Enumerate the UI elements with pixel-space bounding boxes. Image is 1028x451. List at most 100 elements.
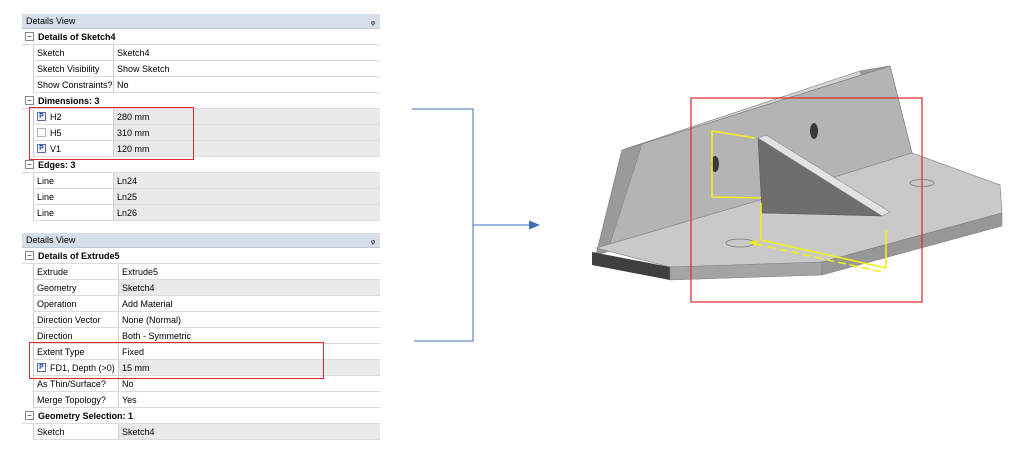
pin-icon[interactable]: ᵩ (371, 16, 375, 26)
property-name: Direction Vector (34, 312, 119, 328)
collapse-icon[interactable]: − (25, 160, 34, 169)
back-plate-hole (810, 123, 818, 139)
property-name: Sketch (34, 45, 114, 61)
property-value[interactable]: None (Normal) (119, 312, 380, 328)
property-value[interactable]: Sketch4 (114, 45, 380, 61)
property-name: Extrude (34, 264, 119, 280)
property-row-line[interactable]: Line Ln24 (33, 173, 380, 189)
property-row-operation[interactable]: Operation Add Material (33, 296, 380, 312)
property-value[interactable]: Ln24 (114, 173, 380, 189)
property-value[interactable]: Add Material (119, 296, 380, 312)
group-label: Geometry Selection: 1 (38, 410, 134, 421)
group-label: Edges: 3 (38, 159, 76, 170)
panel-title: Details View (26, 235, 76, 245)
property-row-as-thin-surface[interactable]: As Thin/Surface? No (33, 376, 380, 392)
property-name: As Thin/Surface? (34, 376, 119, 392)
property-value[interactable]: 310 mm (114, 125, 380, 141)
property-name: Line (34, 189, 114, 205)
base-plate-front-face-left (592, 252, 670, 280)
property-name-cell: P H2 (34, 109, 114, 125)
property-row-h2[interactable]: P H2 280 mm (33, 109, 380, 125)
group-geometry-selection[interactable]: − Geometry Selection: 1 (22, 408, 380, 424)
group-label: Dimensions: 3 (38, 95, 100, 106)
model-highlight-box (690, 97, 923, 303)
property-name: Extent Type (34, 344, 119, 360)
property-row-extrude[interactable]: Extrude Extrude5 (33, 264, 380, 280)
property-value[interactable]: No (114, 77, 380, 93)
property-row-sketch-visibility[interactable]: Sketch Visibility Show Sketch (33, 61, 380, 77)
panel-title-bar: Details View ᵩ (22, 14, 380, 29)
parameter-checkbox[interactable]: P (37, 363, 46, 372)
group-label: Details of Sketch4 (38, 31, 116, 42)
dimensions-highlight-box (29, 107, 194, 160)
rib-top-face (757, 134, 891, 217)
group-details-of-sketch[interactable]: − Details of Sketch4 (22, 29, 380, 45)
collapse-icon[interactable]: − (25, 411, 34, 420)
property-value[interactable]: No (119, 376, 380, 392)
group-label: Details of Extrude5 (38, 250, 120, 261)
property-name: Sketch Visibility (34, 61, 114, 77)
back-plate-hole (711, 156, 719, 172)
property-row-line[interactable]: Line Ln26 (33, 205, 380, 221)
property-value[interactable]: 120 mm (114, 141, 380, 157)
property-name: FD1, Depth (>0) (50, 362, 115, 373)
property-value[interactable]: Ln25 (114, 189, 380, 205)
property-row-sketch[interactable]: Sketch Sketch4 (33, 45, 380, 61)
property-name: Show Constraints? (34, 77, 114, 93)
property-row-v1[interactable]: P V1 120 mm (33, 141, 380, 157)
property-row-direction-vector[interactable]: Direction Vector None (Normal) (33, 312, 380, 328)
property-row-sketch[interactable]: Sketch Sketch4 (33, 424, 380, 440)
property-row-show-constraints[interactable]: Show Constraints? No (33, 77, 380, 93)
property-value[interactable]: Sketch4 (119, 424, 380, 440)
property-row-extent-type[interactable]: Extent Type Fixed (33, 344, 380, 360)
panel-title-bar: Details View ᵩ (22, 233, 380, 248)
property-name: Geometry (34, 280, 119, 296)
property-name: V1 (50, 143, 62, 154)
property-value[interactable]: Ln26 (114, 205, 380, 221)
property-value[interactable]: Fixed (119, 344, 380, 360)
property-value[interactable]: Extrude5 (119, 264, 380, 280)
property-value[interactable]: Both - Symmetric (119, 328, 380, 344)
property-value[interactable]: 280 mm (114, 109, 380, 125)
details-view-extrude5-panel: Details View ᵩ − Details of Extrude5 Ext… (22, 233, 380, 440)
extent-depth-highlight-box (29, 342, 324, 379)
property-name: Operation (34, 296, 119, 312)
property-name: H2 (50, 111, 62, 122)
pin-icon[interactable]: ᵩ (371, 235, 375, 245)
back-plate-edge (595, 143, 643, 256)
parameter-checkbox[interactable] (37, 128, 46, 137)
property-row-direction[interactable]: Direction Both - Symmetric (33, 328, 380, 344)
property-value[interactable]: 15 mm (119, 360, 380, 376)
property-value[interactable]: Show Sketch (114, 61, 380, 77)
property-row-geometry[interactable]: Geometry Sketch4 (33, 280, 380, 296)
property-row-h5[interactable]: H5 310 mm (33, 125, 380, 141)
collapse-icon[interactable]: − (25, 96, 34, 105)
property-value[interactable]: Sketch4 (119, 280, 380, 296)
parameter-checkbox[interactable]: P (37, 112, 46, 121)
property-name: Line (34, 205, 114, 221)
sketch-arrowhead (748, 240, 758, 246)
property-name: H5 (50, 127, 62, 138)
property-row-depth[interactable]: P FD1, Depth (>0) 15 mm (33, 360, 380, 376)
3d-model-viewport (592, 65, 1003, 303)
panel-title: Details View (26, 16, 76, 26)
details-view-sketch4-panel: Details View ᵩ − Details of Sketch4 Sket… (22, 14, 380, 221)
property-row-line[interactable]: Line Ln25 (33, 189, 380, 205)
collapse-icon[interactable]: − (25, 251, 34, 260)
group-details-of-extrude[interactable]: − Details of Extrude5 (22, 248, 380, 264)
sketch-lines (711, 130, 887, 273)
property-name-cell: P V1 (34, 141, 114, 157)
property-name-cell: P FD1, Depth (>0) (34, 360, 119, 376)
property-name: Line (34, 173, 114, 189)
property-value[interactable]: Yes (119, 392, 380, 408)
property-name: Merge Topology? (34, 392, 119, 408)
property-row-merge-topology[interactable]: Merge Topology? Yes (33, 392, 380, 408)
collapse-icon[interactable]: − (25, 32, 34, 41)
group-dimensions[interactable]: − Dimensions: 3 (22, 93, 380, 109)
connector-arrow (412, 108, 540, 342)
group-edges[interactable]: − Edges: 3 (22, 157, 380, 173)
property-name-cell: H5 (34, 125, 114, 141)
property-name: Sketch (34, 424, 119, 440)
parameter-checkbox[interactable]: P (37, 144, 46, 153)
property-name: Direction (34, 328, 119, 344)
